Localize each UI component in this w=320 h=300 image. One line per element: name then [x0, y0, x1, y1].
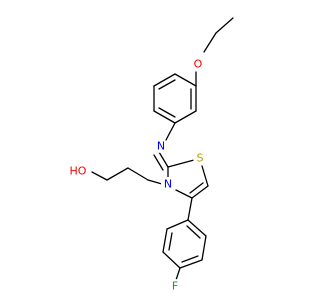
atom-label-n-ring: N [164, 178, 172, 191]
bond-c5-c4 [191, 185, 209, 199]
bond-imine-1 [158, 151, 169, 168]
atom-label-ho: HO [70, 165, 87, 178]
molecule-diagram: O N S N HO F [66, 17, 234, 293]
bond-c5-c4-double [189, 182, 204, 194]
bond-n3-ch2a [147, 179, 163, 185]
bond-ethyl-ch2-o [203, 32, 217, 53]
bond-ring1-a [174, 73, 197, 87]
bond-c4-n3 [175, 189, 193, 199]
bond-c2-s [167, 159, 195, 168]
bond-ring2-f-atom [175, 267, 181, 281]
bond-ring2-a [166, 219, 189, 230]
atom-label-s: S [197, 152, 204, 165]
bond-c4-ring2 [187, 197, 193, 221]
bond-ring1-double-1 [158, 79, 176, 90]
bond-ring1-e [174, 110, 197, 124]
bond-s-c5 [201, 165, 209, 187]
bond-ring2-f [187, 219, 207, 237]
structure-svg: O N S N HO F [66, 17, 234, 293]
atom-label-o-ether: O [194, 58, 203, 71]
bond-ring2-double-1 [168, 232, 173, 251]
bond-ch2c-oh [91, 171, 108, 181]
bond-ring2-double-3 [186, 225, 201, 239]
bond-ring2-d [179, 259, 203, 269]
bond-imine-2 [153, 154, 164, 171]
bond-ring2-double-2 [181, 255, 199, 263]
atom-nitrogen-imine: N [154, 139, 168, 153]
bond-ring1-double-2 [158, 107, 176, 118]
atom-fluorine: F [168, 279, 182, 293]
atom-sulfur-ring: S [193, 151, 207, 165]
atom-label-f: F [172, 280, 178, 293]
atom-nitrogen-ring: N [161, 177, 175, 191]
bond-ring2-c [162, 251, 181, 269]
atom-label-n-imine: N [157, 140, 165, 153]
bond-ring2-b [162, 228, 168, 253]
atom-oxygen-ether: O [191, 57, 205, 71]
bond-ch2b-ch2c [106, 167, 129, 181]
bond-ring1-n-imine [165, 122, 176, 141]
bond-ring1-b [153, 73, 176, 87]
bond-ring2-e [201, 235, 207, 261]
atom-hydroxyl: HO [66, 163, 90, 179]
bond-ch2a-ch2b [127, 167, 149, 181]
bond-ring1-d [153, 110, 176, 124]
bond-ethyl-ch3-ch2 [215, 17, 234, 34]
